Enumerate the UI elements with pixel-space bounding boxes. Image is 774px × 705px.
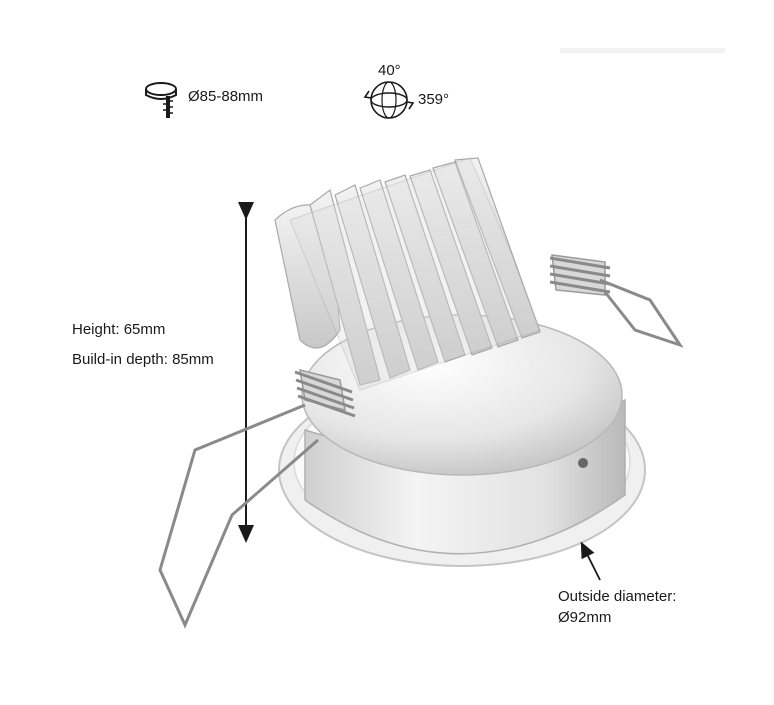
outside-diameter-label: Outside diameter: bbox=[558, 588, 677, 605]
tilt-angle-label: 40° bbox=[378, 62, 401, 79]
rotation-angle-label: 359° bbox=[418, 91, 450, 108]
outside-diameter-arrow bbox=[580, 541, 601, 581]
outside-diameter-value: Ø92mm bbox=[558, 609, 612, 626]
lamp-body bbox=[301, 314, 626, 555]
heat-sink bbox=[274, 157, 541, 391]
right-spring-clip bbox=[549, 254, 684, 348]
height-label: Height: 65mm bbox=[72, 321, 166, 338]
top-strip bbox=[560, 48, 725, 53]
build-in-depth-label: Build-in depth: 85mm bbox=[72, 351, 214, 368]
left-spring-clip bbox=[158, 368, 356, 629]
cutout-diameter-icon bbox=[145, 82, 177, 118]
tilt-rotate-icon bbox=[363, 81, 415, 119]
cutout-diameter-label: Ø85-88mm bbox=[188, 88, 264, 105]
